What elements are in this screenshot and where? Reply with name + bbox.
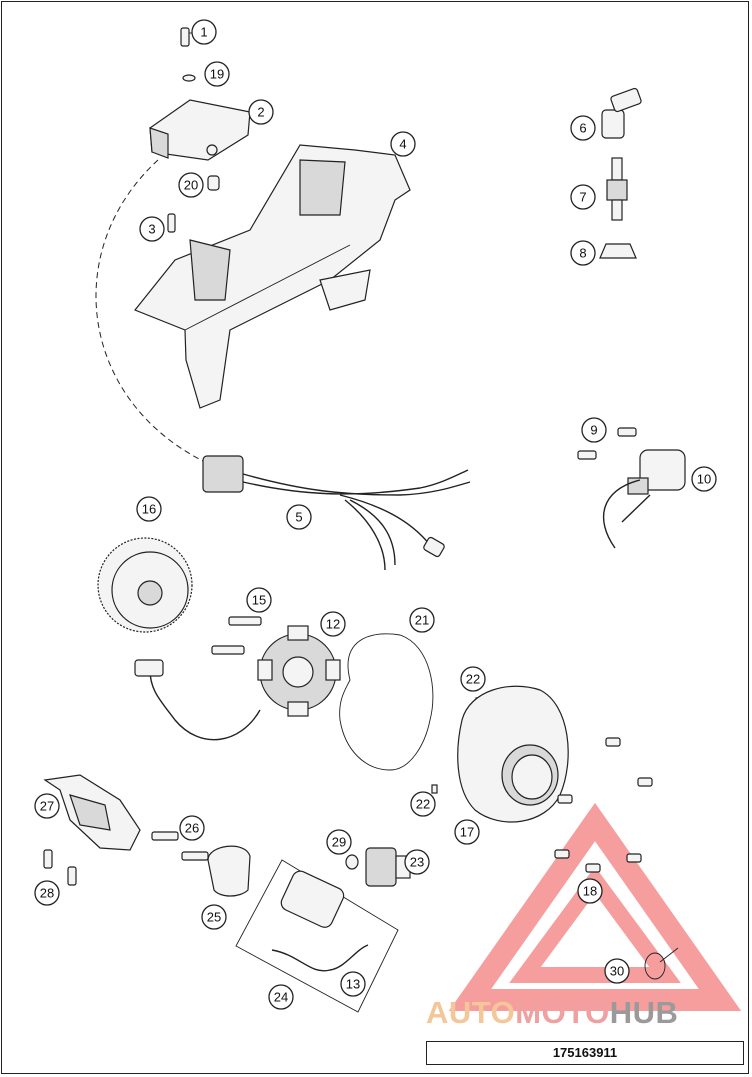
callout-12: 12 <box>320 611 346 637</box>
callout-1: 1 <box>191 19 217 45</box>
part-grommet-20 <box>207 175 220 191</box>
callout-number: 2 <box>257 105 264 120</box>
part-wiring-harness-5 <box>202 455 471 571</box>
callout-number: 13 <box>346 977 360 992</box>
part-seal-8 <box>599 243 637 259</box>
callout-number: 27 <box>40 799 54 814</box>
part-washer-19 <box>182 74 196 82</box>
callout-number: 24 <box>274 990 288 1005</box>
part-screw-9b <box>577 450 597 460</box>
part-flywheel-16 <box>97 537 193 633</box>
part-bolt-26b <box>181 851 209 861</box>
callout-17: 17 <box>454 819 480 845</box>
callout-number: 8 <box>579 246 586 261</box>
part-screw-9a <box>617 427 637 437</box>
callout-number: 1 <box>200 25 207 40</box>
part-o-ring-29 <box>345 854 359 870</box>
part-stator-12 <box>134 625 341 741</box>
callout-3: 3 <box>139 216 165 242</box>
part-screw-1 <box>180 27 192 47</box>
part-bolt-28b <box>67 866 77 886</box>
callout-number: 4 <box>399 137 406 152</box>
callout-number: 19 <box>210 67 224 82</box>
callout-18: 18 <box>577 878 603 904</box>
callout-number: 9 <box>590 423 597 438</box>
callout-number: 22 <box>416 797 430 812</box>
callout-26: 26 <box>179 815 205 841</box>
callout-number: 10 <box>697 472 711 487</box>
callout-24: 24 <box>268 984 294 1010</box>
part-ignition-cover-17 <box>457 685 569 823</box>
callout-10: 10 <box>691 466 717 492</box>
part-bolt-26a <box>151 831 179 841</box>
callout-number: 16 <box>142 502 156 517</box>
callout-22: 22 <box>460 666 486 692</box>
part-bracket-4 <box>134 144 411 409</box>
part-dowel-22b <box>431 784 438 794</box>
callout-8: 8 <box>570 240 596 266</box>
callout-6: 6 <box>570 115 596 141</box>
part-bolt-28a <box>43 849 53 869</box>
callout-number: 26 <box>185 821 199 836</box>
callout-2: 2 <box>248 99 274 125</box>
callout-29: 29 <box>326 829 352 855</box>
callout-number: 3 <box>148 222 155 237</box>
callout-28: 28 <box>34 880 60 906</box>
callout-13: 13 <box>340 971 366 997</box>
callout-number: 29 <box>332 835 346 850</box>
watermark-logo <box>448 802 742 1011</box>
reference-number: 175163911 <box>426 1041 744 1065</box>
part-bolt-15a <box>228 616 262 626</box>
watermark-moto: MOTO <box>515 995 610 1030</box>
callout-number: 5 <box>295 510 302 525</box>
part-cable-tie-30 <box>644 947 679 980</box>
callout-27: 27 <box>34 793 60 819</box>
part-ignition-coil-10 <box>602 449 686 549</box>
watermark-text: AUTOMOTOHUB <box>426 995 746 1031</box>
callout-number: 12 <box>326 617 340 632</box>
callout-number: 20 <box>184 178 198 193</box>
callout-number: 18 <box>583 884 597 899</box>
callout-21: 21 <box>409 607 435 633</box>
part-cdi-box-2 <box>149 99 251 161</box>
callout-23: 23 <box>404 849 430 875</box>
watermark-auto: AUTO <box>426 995 516 1030</box>
callout-number: 22 <box>466 672 480 687</box>
callout-number: 21 <box>415 613 429 628</box>
part-screws-18 <box>554 737 653 873</box>
callout-4: 4 <box>390 131 416 157</box>
callout-15: 15 <box>246 587 272 613</box>
callout-20: 20 <box>178 172 204 198</box>
watermark-hub: HUB <box>609 995 679 1030</box>
part-bolt-15b <box>211 645 245 655</box>
callout-number: 28 <box>40 886 54 901</box>
part-screw-3 <box>167 213 176 233</box>
callout-number: 17 <box>460 825 474 840</box>
callout-19: 19 <box>204 61 230 87</box>
callout-5: 5 <box>286 504 312 530</box>
part-gasket-21 <box>339 633 434 771</box>
callout-16: 16 <box>136 496 162 522</box>
callout-30: 30 <box>604 958 630 984</box>
callout-number: 30 <box>610 964 624 979</box>
callout-25: 25 <box>201 904 227 930</box>
callout-7: 7 <box>570 184 596 210</box>
callout-number: 15 <box>252 593 266 608</box>
dashed-link-line <box>95 159 206 463</box>
part-spark-plug-7 <box>606 157 628 221</box>
callout-number: 23 <box>410 855 424 870</box>
part-clamp-25 <box>207 845 251 897</box>
callout-number: 6 <box>579 121 586 136</box>
callout-number: 25 <box>207 910 221 925</box>
callout-number: 7 <box>579 190 586 205</box>
callout-22: 22 <box>410 791 436 817</box>
part-starter-group-24 <box>235 859 399 1013</box>
part-starter-drive-23 <box>365 847 411 887</box>
part-bracket-27 <box>43 774 141 851</box>
callout-9: 9 <box>581 417 607 443</box>
part-spark-plug-cap-6 <box>601 87 642 139</box>
